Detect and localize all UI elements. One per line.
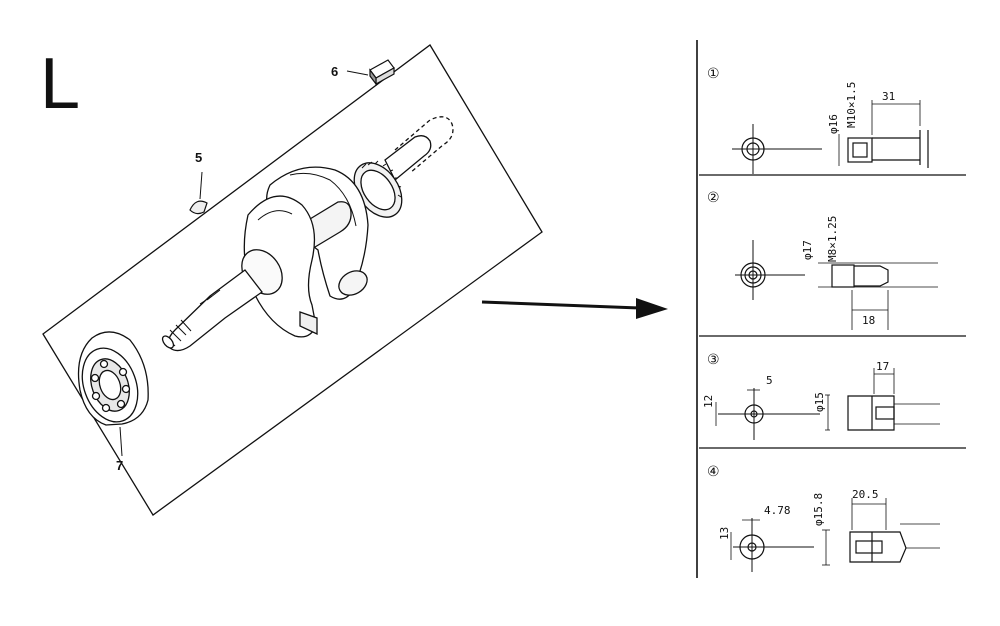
dim-diameter-3: φ15 [813,392,826,412]
panel-index-2: ② [707,190,720,206]
panel-index-1: ① [707,66,720,82]
detail-arrow [481,298,668,319]
shaft-side-view-4 [822,498,940,566]
shaft-end-view-4 [730,518,814,572]
detail-panel-2: ② 18 φ17 M8×1.25 [707,190,938,330]
dim-key-4: 4.78 [764,504,791,517]
panel-index-3: ③ [707,352,720,368]
part-number-7: 7 [116,458,124,473]
shaft-end-view-1 [732,124,822,174]
dim-thread-1: M10×1.5 [845,82,858,128]
dim-diameter-2: φ17 [801,240,814,260]
dim-diameter-1: φ16 [827,114,840,134]
detail-panel-3: ③ 12 5 φ15 [702,352,940,440]
section-letter: L [40,44,81,124]
dim-height-3: 12 [702,395,715,408]
dim-length-1: 31 [882,90,895,103]
panel-index-4: ④ [707,464,720,480]
dim-diameter-4: φ15.8 [812,493,825,526]
crankshaft-part [161,116,454,352]
detail-panel-4: ④ 13 4.78 [707,464,940,572]
shaft-side-view-3 [825,368,940,431]
exploded-view-frame [42,44,543,516]
dim-length-3: 17 [876,360,889,373]
detail-panel-1: ① 31 φ16 M10×1.5 [707,66,929,174]
dim-length-4: 20.5 [852,488,879,501]
part-number-6: 6 [331,64,339,79]
dim-height-4: 13 [718,527,731,540]
shaft-side-view-2 [818,262,938,330]
dim-key-3: 5 [766,374,773,387]
shaft-end-view-3 [715,388,820,440]
shaft-end-view-2 [735,240,805,300]
bearing-part [77,331,149,457]
dim-length-2: 18 [862,314,875,327]
dim-thread-2: M8×1.25 [826,216,839,262]
shaft-side-view-1 [838,100,929,168]
woodruff-key-part [189,171,208,215]
key-block-part [346,59,395,86]
part-number-5: 5 [195,150,203,165]
